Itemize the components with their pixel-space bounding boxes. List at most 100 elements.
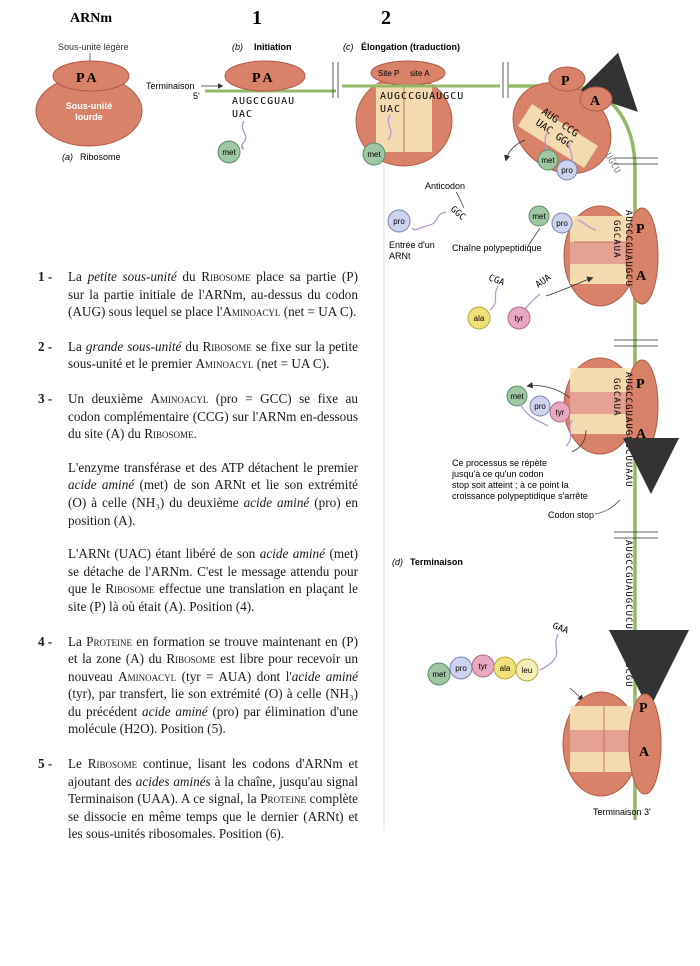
p-site-d: P [639,701,648,716]
stage-4-ribosome: P A AUGCCGUAUGCU GGCAUA met pro Chaîne p… [452,205,659,330]
note-line-1: Ce processus se répète [452,458,547,468]
pa-label-a: P A [76,71,98,86]
step-number: 2 - [38,338,53,354]
small-subunit-label: Sous-unité légère [58,42,129,52]
panel-d-termination: (d) Terminaison AUGCCGUAUGCUCUUAAUAGCGU … [392,540,689,817]
direction-arrow-3 [578,52,638,112]
anticodon-b: UAC [232,109,253,120]
aa-pro-4: pro [556,219,568,228]
step-text-run: Ribosome [105,581,155,597]
step-text-run: (pro = GCC) se fixe au codon complémenta… [68,390,358,442]
step-text-run: (met) de son ARNt et lie son extrémité (… [68,477,358,510]
aa-ala-4: ala [474,314,485,323]
step-text-run: acides aminés [135,773,211,789]
entree-label-2: ARNt [389,251,411,261]
step-text-run: Un deuxième [68,390,151,406]
codon-stop-label: Codon stop [548,510,594,520]
pa-label-b: P A [252,71,274,86]
chain-aa-met-label: met [432,670,446,679]
aa-met-3: met [541,156,555,165]
step-2: 2 - La grande sous-unité du Ribosome se f… [38,338,358,373]
step-text-run: complète se dissocie en même temps que l… [68,791,358,842]
chain-aa-ala-label: ala [500,664,511,673]
five-prime-label: 5' [193,91,200,101]
a-site-4: A [636,269,647,284]
step-text-run: petite sous-unité [87,269,177,284]
step-text-run: du [176,269,202,284]
small-subunit [52,60,130,92]
aa-met-4: met [532,212,546,221]
step-text-run: La [68,269,88,284]
panel-c-letter: (c) [343,42,354,52]
step-text-run: est libre pour recevoir un nouveau [68,651,358,684]
aa-met-5: met [510,392,524,401]
codons-5: AUGCCGUAUGCUCUUAAU [623,372,633,488]
anticodons-4: GGCAUA [611,220,621,259]
entry-aa-pro: pro [393,217,405,226]
termination-label: Terminaison [146,81,195,91]
aa-tyr-4: tyr [515,314,524,323]
chain-aa-leu-label: leu [522,666,533,675]
step-paragraph: Un deuxième Aminoacyl (pro = GCC) se fix… [68,390,358,443]
steps-list: 1 -La petite sous-unité du Ribosome plac… [38,268,359,860]
step-text-run: L'enzyme transférase et des ATP détachen… [68,459,358,475]
step-paragraph: La grande sous-unité du Ribosome se fixe… [68,338,358,373]
panel-a-ribosome: Sous-unité légère P A Sous-unité lourde … [35,42,143,162]
caption-a: Ribosome [80,152,121,162]
step-4: 4 -La Proteine en formation se trouve ma… [38,633,359,739]
termination-3-label: Terminaison 3' [593,807,651,817]
panel-b-title: Initiation [254,42,292,52]
chain-aa-pro-label: pro [455,664,467,673]
step-number: 5 - [38,756,53,772]
step-text-run: . [193,426,197,442]
site-p-label: Site P [378,69,399,78]
large-subunit-label-2: lourde [75,112,103,122]
p-site-5: P [636,377,645,392]
step-text-run: (pro) en position (A). [68,494,358,528]
site-a-label: site A [410,69,430,78]
chain-aa-tyr-label: tyr [479,662,488,671]
caption-a-letter: (a) [62,152,73,162]
step-number-3: 3 [616,67,626,89]
step-text-run: Aminoacyl [195,356,254,372]
panel-d-title: Terminaison [410,557,463,567]
mrna-codons-b: AUGCCGUAU [232,96,295,107]
panel-c-title: Élongation (traduction) [361,42,460,52]
chain-label: Chaîne polypeptidique [452,243,542,253]
step-text-run: Ribosome [87,756,138,772]
chain-aa-met [427,662,451,686]
arnm-title: ARNm [70,11,112,26]
step-text-run: acide aminé [259,546,325,562]
a-site-d: A [639,745,650,760]
entry-anticodon: GGC [448,205,467,223]
step-number: 3 - [38,390,53,406]
step-5: 5 - Le Ribosome continue, lisant les codo… [38,755,359,843]
step-text-run: Proteine [86,633,132,649]
step-number: 1 - [38,269,53,284]
step-text-run: à la chaîne, jusqu'au signal Terminaison… [68,773,358,807]
aa-met-c: met [367,150,381,159]
step-number-2: 2 [381,7,391,29]
tail-3: UGCU [602,152,622,176]
note-line-3: stop soit atteint ; à ce point la [452,480,569,490]
trna-gaa: GAA [551,621,570,636]
a-site-3: A [590,94,601,109]
step-text-run: Ribosome [202,338,252,354]
anticodons-5: GGCAUA [611,378,621,417]
stage-3-ribosome: 3 P A AUG CCG UAC GGC UGCU met pro [504,52,638,181]
entree-label-1: Entrée d'un [389,240,435,250]
panel-c-elongation: (c) Élongation (traduction) Site P site … [342,42,500,167]
panel-b-letter: (b) [232,42,243,52]
small-subunit-b [224,60,306,92]
aa-pro-5: pro [534,402,546,411]
p-site-4: P [636,222,645,237]
aa-pro-3: pro [561,166,573,175]
step-text-run: continue, lisant les codons d'ARNm et aj… [68,756,359,789]
chain-aa-leu [515,658,539,682]
step-text-run: (pro) par élimination d'une molécule (H2… [68,703,359,737]
step-text-run: Proteine [260,791,307,807]
step-text-run: La [68,338,86,354]
step-text-run: Le [68,756,88,772]
step-text-run: se fixe sur la petite sous-unité et le p… [68,338,358,372]
